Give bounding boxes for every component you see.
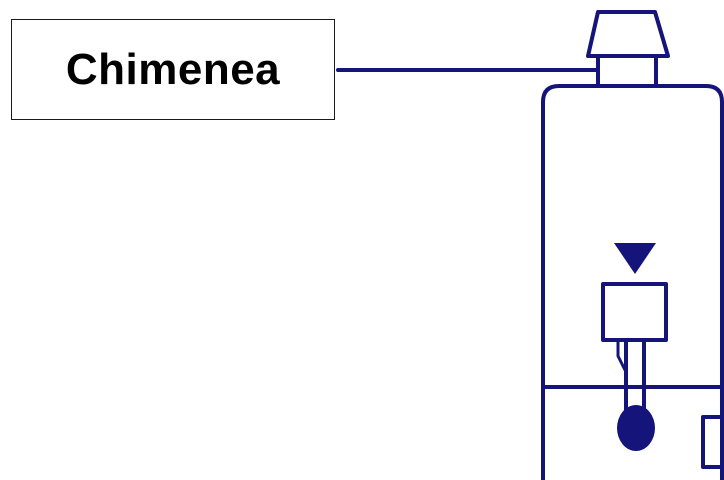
chimney-pipe — [596, 54, 658, 88]
chimney-label: Chimenea — [65, 44, 281, 94]
chimney-cap — [586, 10, 670, 58]
control-box — [601, 282, 668, 342]
pilot-tube — [616, 338, 628, 374]
triangle-down-icon — [614, 243, 656, 274]
chimney-label-box: Chimenea — [11, 19, 335, 120]
heater-body — [541, 84, 724, 480]
burner-bulb — [617, 405, 655, 451]
access-panel — [701, 415, 724, 469]
